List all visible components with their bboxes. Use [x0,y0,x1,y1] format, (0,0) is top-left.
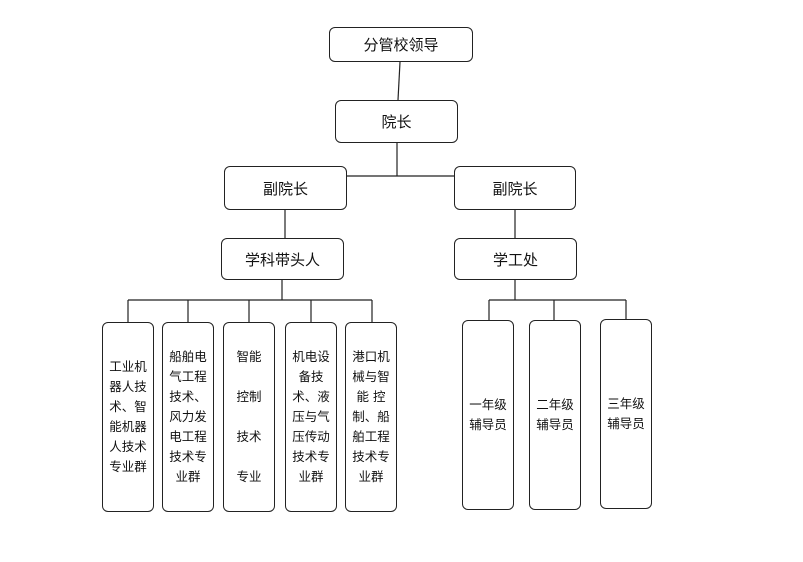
professional-group-box: 智能 控制 技术 专业 [223,322,275,512]
professional-group-label: 智能 控制 技术 专业 [236,349,262,484]
top-leader-label: 分管校领导 [363,36,439,54]
counselor-label: 二年级 辅导员 [536,397,574,432]
student-affairs-box: 学工处 [454,238,577,280]
counselor-box: 二年级 辅导员 [529,320,581,510]
counselor-box: 一年级 辅导员 [462,320,514,510]
vice-dean-right-label: 副院长 [492,179,538,198]
counselor-label: 三年级 辅导员 [607,396,645,431]
discipline-leader-box: 学科带头人 [221,238,344,280]
vice-dean-left-box: 副院长 [224,166,347,210]
dean-box: 院长 [335,100,458,143]
dean-label: 院长 [381,113,412,131]
counselor-label: 一年级 辅导员 [469,397,507,432]
student-affairs-label: 学工处 [492,250,538,269]
counselor-box: 三年级 辅导员 [600,319,652,509]
vice-dean-left-label: 副院长 [262,179,308,198]
professional-group-box: 机电设 备技 术、液 压与气 压传动 技术专 业群 [285,322,337,512]
professional-group-label: 船舶电 气工程 技术、 风力发 电工程 技术专 业群 [169,349,207,484]
professional-group-box: 港口机 械与智 能 控 制、船 舶工程 技术专 业群 [345,322,397,512]
professional-group-label: 机电设 备技 术、液 压与气 压传动 技术专 业群 [292,349,330,484]
professional-group-box: 工业机 器人技 术、智 能机器 人技术 专业群 [102,322,154,512]
top-leader-box: 分管校领导 [329,27,473,62]
professional-group-box: 船舶电 气工程 技术、 风力发 电工程 技术专 业群 [162,322,214,512]
vice-dean-right-box: 副院长 [454,166,576,210]
professional-group-label: 工业机 器人技 术、智 能机器 人技术 专业群 [109,359,147,474]
professional-group-label: 港口机 械与智 能 控 制、船 舶工程 技术专 业群 [352,349,390,484]
discipline-leader-label: 学科带头人 [244,250,320,269]
